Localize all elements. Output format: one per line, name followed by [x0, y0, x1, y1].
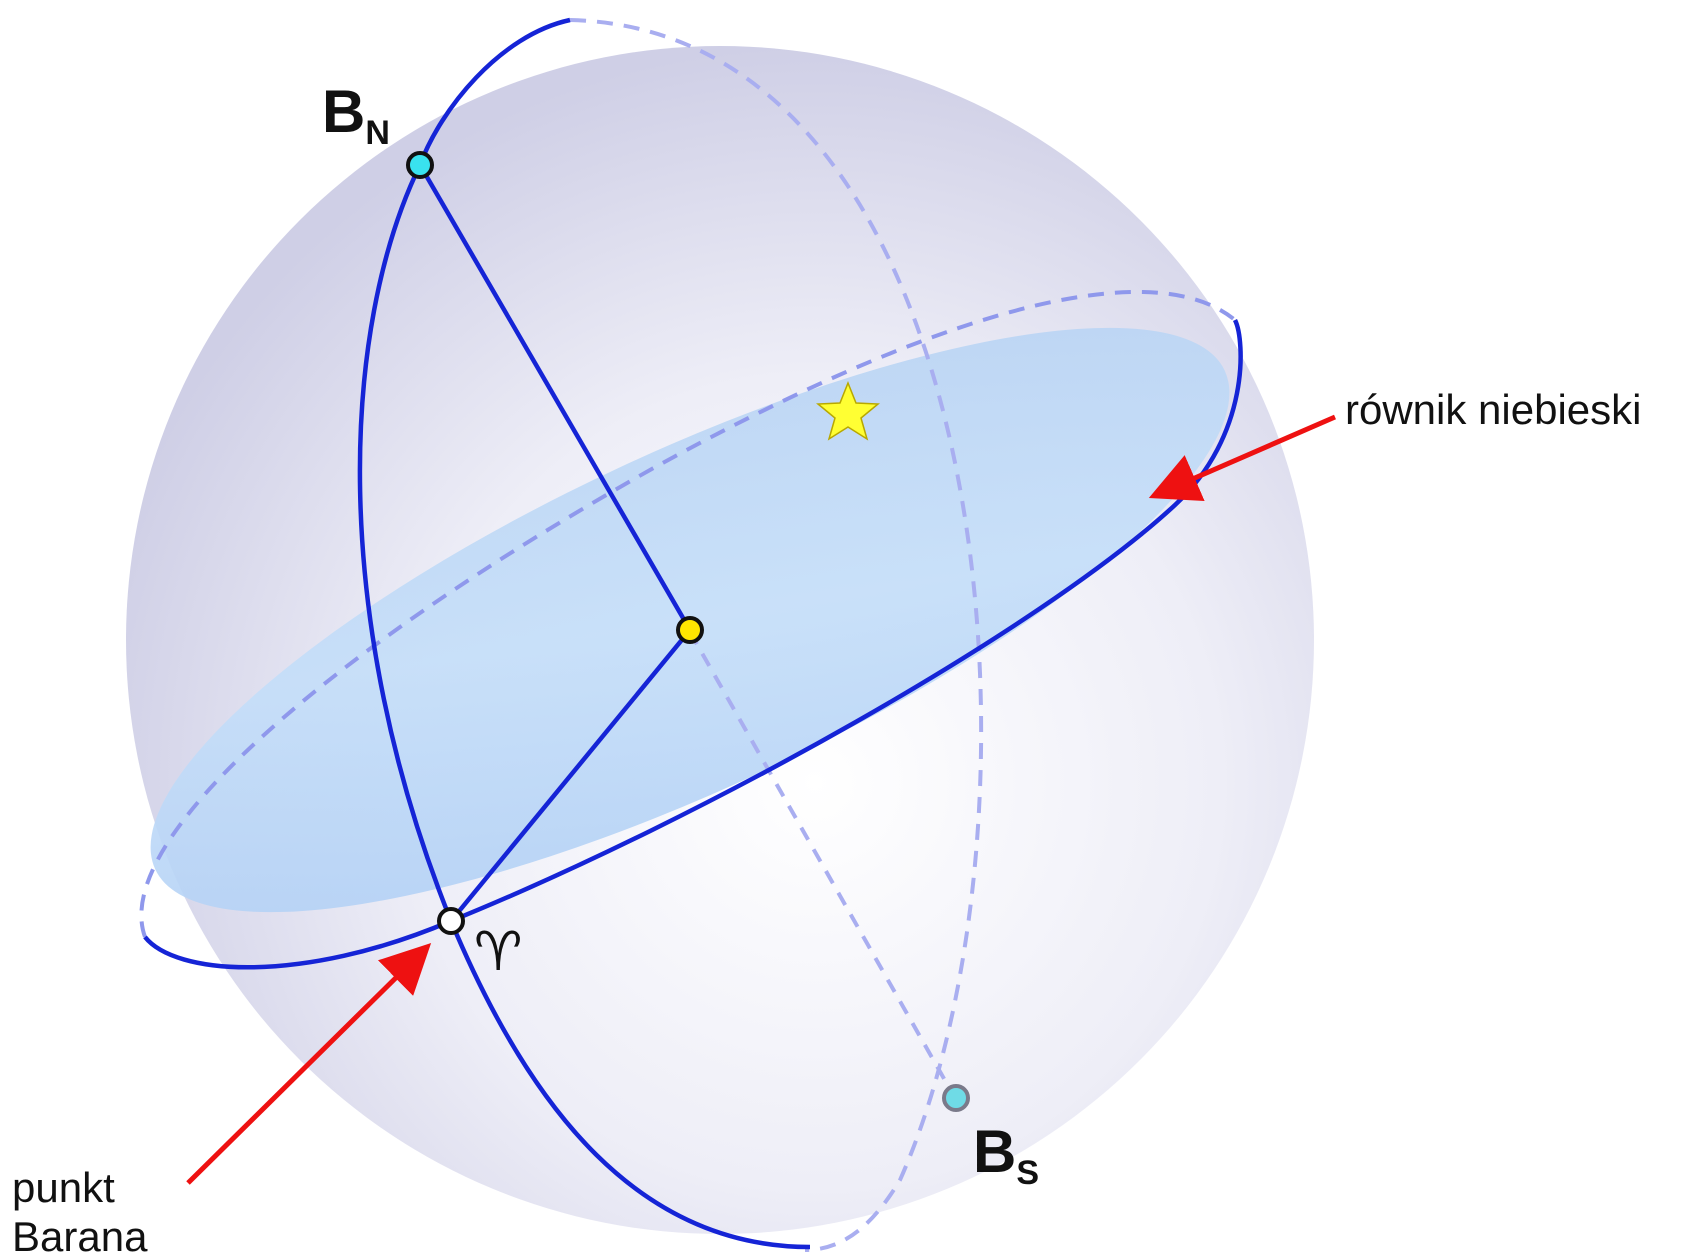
north-pole-label: BN — [322, 78, 390, 152]
vernal-point-label-line2: Barana — [12, 1213, 148, 1257]
vernal-point-marker — [439, 909, 463, 933]
south-pole-marker — [944, 1086, 968, 1110]
vernal-point-symbol: ♈︎ — [474, 920, 522, 983]
north-pole-marker — [408, 153, 432, 177]
vernal-point-label-line1: punkt — [12, 1164, 115, 1211]
center-marker — [678, 618, 702, 642]
equator-label: równik niebieski — [1345, 386, 1641, 433]
